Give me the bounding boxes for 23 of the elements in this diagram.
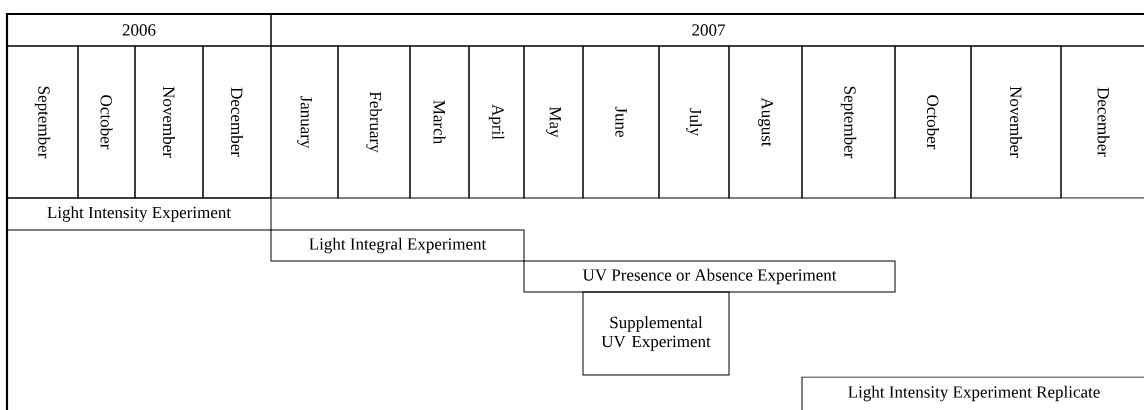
experiment-bar: Light Intensity Experiment <box>6 197 272 231</box>
month-cell: October <box>77 45 136 199</box>
month-cell: December <box>202 45 272 199</box>
month-cell: November <box>970 45 1062 199</box>
month-cell: July <box>658 45 730 199</box>
month-cell: September <box>801 45 896 199</box>
experiment-bar: Light Intensity Experiment Replicate <box>801 376 1144 410</box>
month-cell: November <box>134 45 204 199</box>
experiment-bar: Light Integral Experiment <box>270 229 525 262</box>
month-cell: January <box>270 45 339 199</box>
month-cell: April <box>468 45 525 199</box>
month-cell: March <box>409 45 470 199</box>
month-cell: June <box>582 45 660 199</box>
month-cell: August <box>728 45 803 199</box>
month-cell: October <box>894 45 972 199</box>
month-cell: February <box>337 45 411 199</box>
month-cell: September <box>6 45 79 199</box>
experiment-bar: UV Presence or Absence Experiment <box>523 260 896 293</box>
month-cell: May <box>523 45 584 199</box>
experiment-bar: Supplemental UV Experiment <box>582 291 730 376</box>
month-cell: December <box>1060 45 1144 199</box>
node-label: 2007 <box>692 24 726 36</box>
node-label: 2006 <box>122 24 156 36</box>
